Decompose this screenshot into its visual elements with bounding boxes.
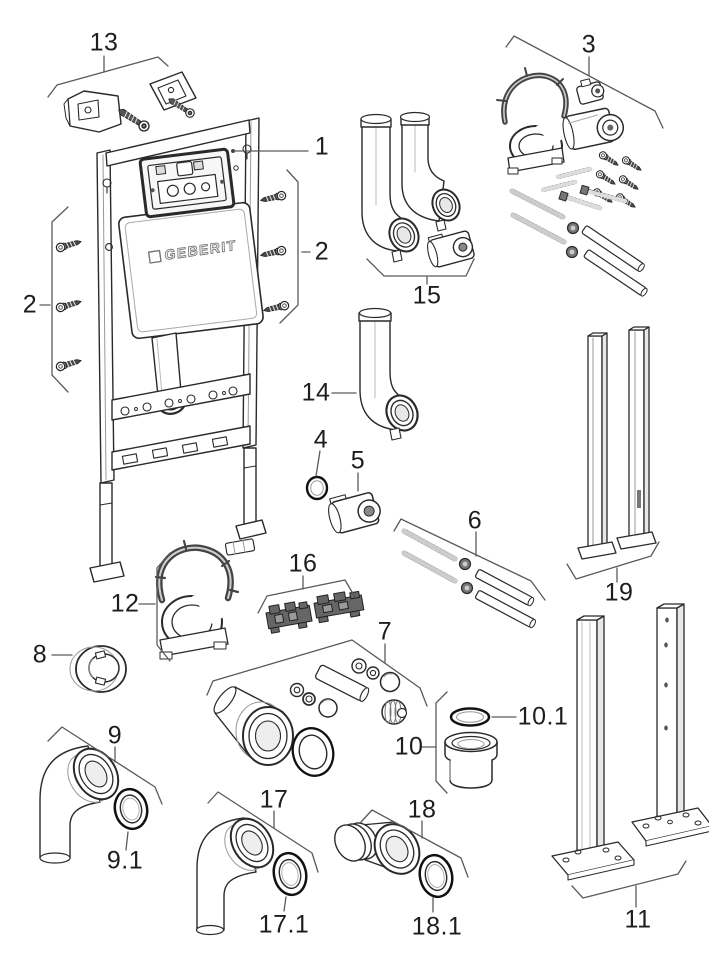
connector-set-part-7 xyxy=(213,658,408,777)
part-label-5: 5 xyxy=(350,446,366,475)
extension-rails-part-19 xyxy=(577,326,657,560)
wall-brackets-part-13 xyxy=(63,71,197,134)
support-posts-part-11 xyxy=(551,603,709,881)
part-label-7: 7 xyxy=(377,617,393,646)
pipe-clamp-part-12 xyxy=(154,539,240,660)
part-label-11: 11 xyxy=(624,905,652,934)
part-label-3: 3 xyxy=(581,30,597,59)
part-label-19: 19 xyxy=(604,578,634,607)
flush-bends-part-15 xyxy=(360,111,475,268)
bracket-set-part-3 xyxy=(496,67,648,297)
clip-set-part-16 xyxy=(224,538,365,634)
part-label-2-right: 2 xyxy=(314,237,330,266)
part-label-10-1: 10.1 xyxy=(517,702,569,731)
oring-part-10-1 xyxy=(449,707,491,727)
collar-part-8 xyxy=(69,645,127,693)
sleeve-part-10 xyxy=(444,731,498,789)
part-label-16: 16 xyxy=(288,549,318,578)
part-label-17-1: 17.1 xyxy=(258,910,310,939)
part-label-13: 13 xyxy=(89,28,119,57)
seal-part-17-1 xyxy=(272,851,308,897)
part-label-9: 9 xyxy=(107,721,123,750)
part-label-9-1: 9.1 xyxy=(106,846,144,875)
part-label-18: 18 xyxy=(407,795,437,824)
frame-part-1: GEBERIT xyxy=(89,117,267,583)
seal-part-18-1 xyxy=(418,853,454,899)
part-label-12: 12 xyxy=(110,589,140,618)
elbow-part-17 xyxy=(195,817,275,936)
oring-part-4 xyxy=(305,475,329,501)
part-label-18-1: 18.1 xyxy=(411,912,463,941)
elbow-part-9 xyxy=(39,745,120,864)
flush-bend-part-14 xyxy=(358,307,419,441)
seal-part-9-1 xyxy=(113,787,149,831)
part-label-10: 10 xyxy=(394,732,424,761)
part-label-15: 15 xyxy=(412,281,442,310)
part-label-2-left: 2 xyxy=(22,290,38,319)
part-label-8: 8 xyxy=(32,640,48,669)
part-label-4: 4 xyxy=(313,425,329,454)
part-label-14: 14 xyxy=(301,378,331,407)
part-label-6: 6 xyxy=(467,506,483,535)
leader-lines xyxy=(39,35,687,913)
rod-set-part-6 xyxy=(401,528,536,629)
fitting-part-5 xyxy=(328,492,381,534)
sleeve-part-18 xyxy=(334,821,421,875)
part-label-17: 17 xyxy=(259,785,289,814)
part-label-1: 1 xyxy=(314,132,330,161)
